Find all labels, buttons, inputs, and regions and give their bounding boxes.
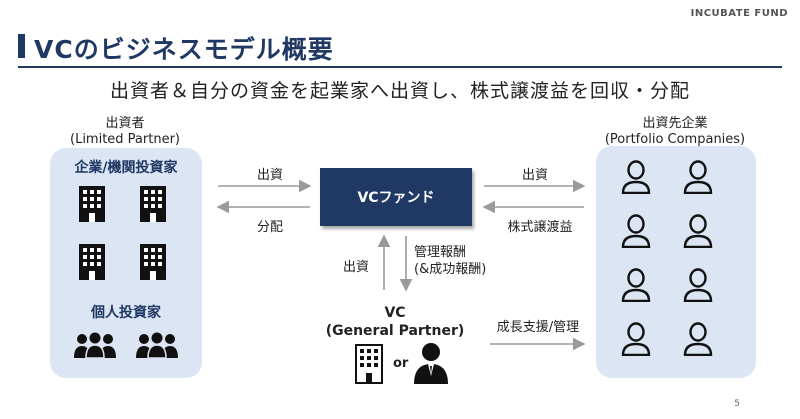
page-title: VCのビジネスモデル概要 bbox=[34, 35, 334, 64]
title-accent-bar bbox=[18, 34, 25, 58]
portfolio-caption: 出資先企業 (Portfolio Companies) bbox=[585, 116, 765, 148]
person-outline-icon bbox=[621, 214, 651, 248]
businessman-icon bbox=[414, 342, 448, 384]
portfolio-panel bbox=[596, 146, 756, 378]
management-fee-label: 管理報酬 bbox=[414, 245, 467, 260]
people-group-icon bbox=[74, 332, 116, 358]
portfolio-caption-line2: (Portfolio Companies) bbox=[604, 132, 746, 147]
building-icon bbox=[79, 186, 105, 222]
lp-caption-line2: (Limited Partner) bbox=[70, 132, 180, 147]
gp-caption: VC (General Partner) bbox=[325, 304, 465, 340]
flow-lp-to-fund-label: 出資 bbox=[256, 168, 283, 183]
vc-fund-box: VCファンド bbox=[320, 168, 472, 226]
success-fee-label: (&成功報酬) bbox=[414, 262, 487, 277]
flow-gp-to-pc-label: 成長支援/管理 bbox=[496, 320, 580, 335]
person-outline-icon bbox=[683, 214, 713, 248]
brand-logo: INCUBATE FUND bbox=[690, 8, 788, 19]
flow-fund-to-lp-label: 分配 bbox=[256, 220, 283, 235]
flow-gp-to-fund-label: 出資 bbox=[342, 260, 369, 275]
gp-caption-line1: VC bbox=[384, 305, 406, 321]
person-outline-icon bbox=[683, 268, 713, 302]
person-outline-icon bbox=[621, 160, 651, 194]
building-icon bbox=[79, 244, 105, 280]
lp-caption: 出資者 (Limited Partner) bbox=[60, 116, 190, 148]
lp-caption-line1: 出資者 bbox=[105, 116, 145, 131]
lp-panel bbox=[50, 148, 202, 378]
person-outline-icon bbox=[621, 268, 651, 302]
title-divider bbox=[18, 66, 782, 68]
page-number: 5 bbox=[734, 399, 740, 409]
portfolio-caption-line1: 出資先企業 bbox=[642, 116, 708, 131]
person-outline-icon bbox=[683, 160, 713, 194]
gp-caption-line2: (General Partner) bbox=[325, 323, 465, 339]
institutional-investor-label: 企業/機関投資家 bbox=[74, 160, 178, 176]
people-group-icon bbox=[136, 332, 178, 358]
person-outline-icon bbox=[621, 322, 651, 356]
gp-building-icon bbox=[355, 344, 383, 384]
flow-fund-to-pc-label: 出資 bbox=[521, 168, 548, 183]
page-subtitle: 出資者＆自分の資金を起業家へ出資し、株式譲渡益を回収・分配 bbox=[109, 80, 690, 102]
flow-fund-to-gp-label: 管理報酬 (&成功報酬) bbox=[414, 244, 510, 278]
person-outline-icon bbox=[683, 322, 713, 356]
individual-investor-label: 個人投資家 bbox=[91, 305, 161, 321]
building-icon bbox=[140, 186, 166, 222]
building-icon bbox=[140, 244, 166, 280]
flow-pc-to-fund-label: 株式譲渡益 bbox=[507, 220, 573, 235]
or-label: or bbox=[393, 356, 409, 371]
